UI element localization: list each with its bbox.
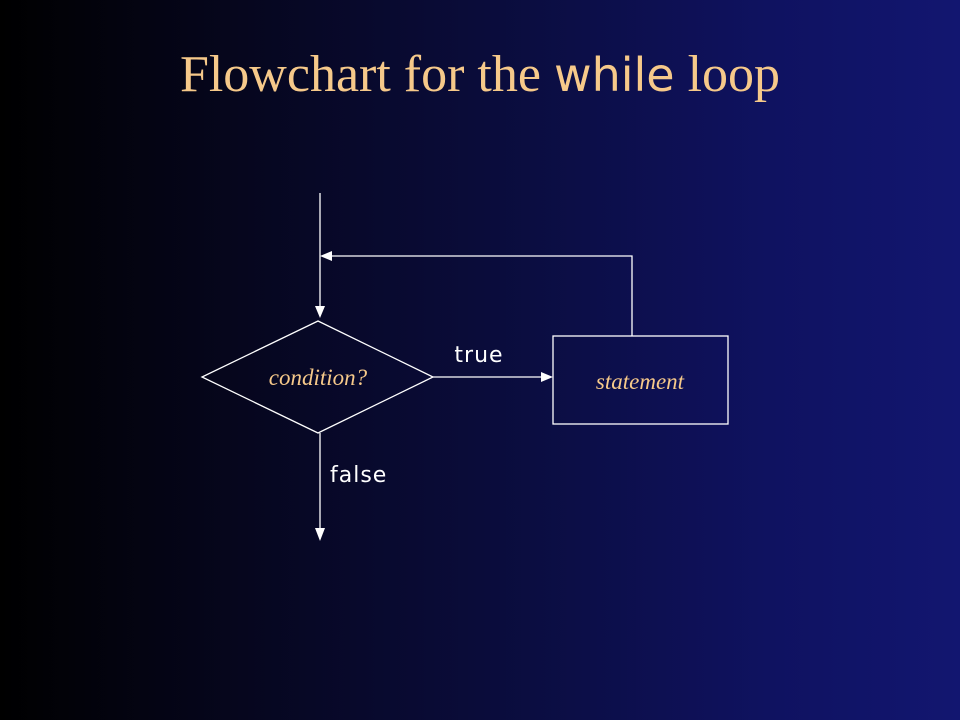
loop-back-line [332,255,633,336]
decision-label: condition? [269,365,368,390]
title-keyword: while [553,48,675,102]
slide-title: Flowchart for the while loop [0,44,960,106]
statement-label: statement [596,369,685,394]
false-label: false [330,463,387,488]
true-branch-arrowhead [541,372,553,382]
true-label: true [454,343,503,368]
statement-box [552,335,729,425]
title-suffix: loop [674,46,781,103]
entry-arrowhead [315,306,325,318]
false-branch-arrowhead [315,528,325,541]
title-prefix: Flowchart for the [179,46,554,103]
loop-back-arrowhead [320,251,332,261]
decision-diamond [200,320,435,434]
